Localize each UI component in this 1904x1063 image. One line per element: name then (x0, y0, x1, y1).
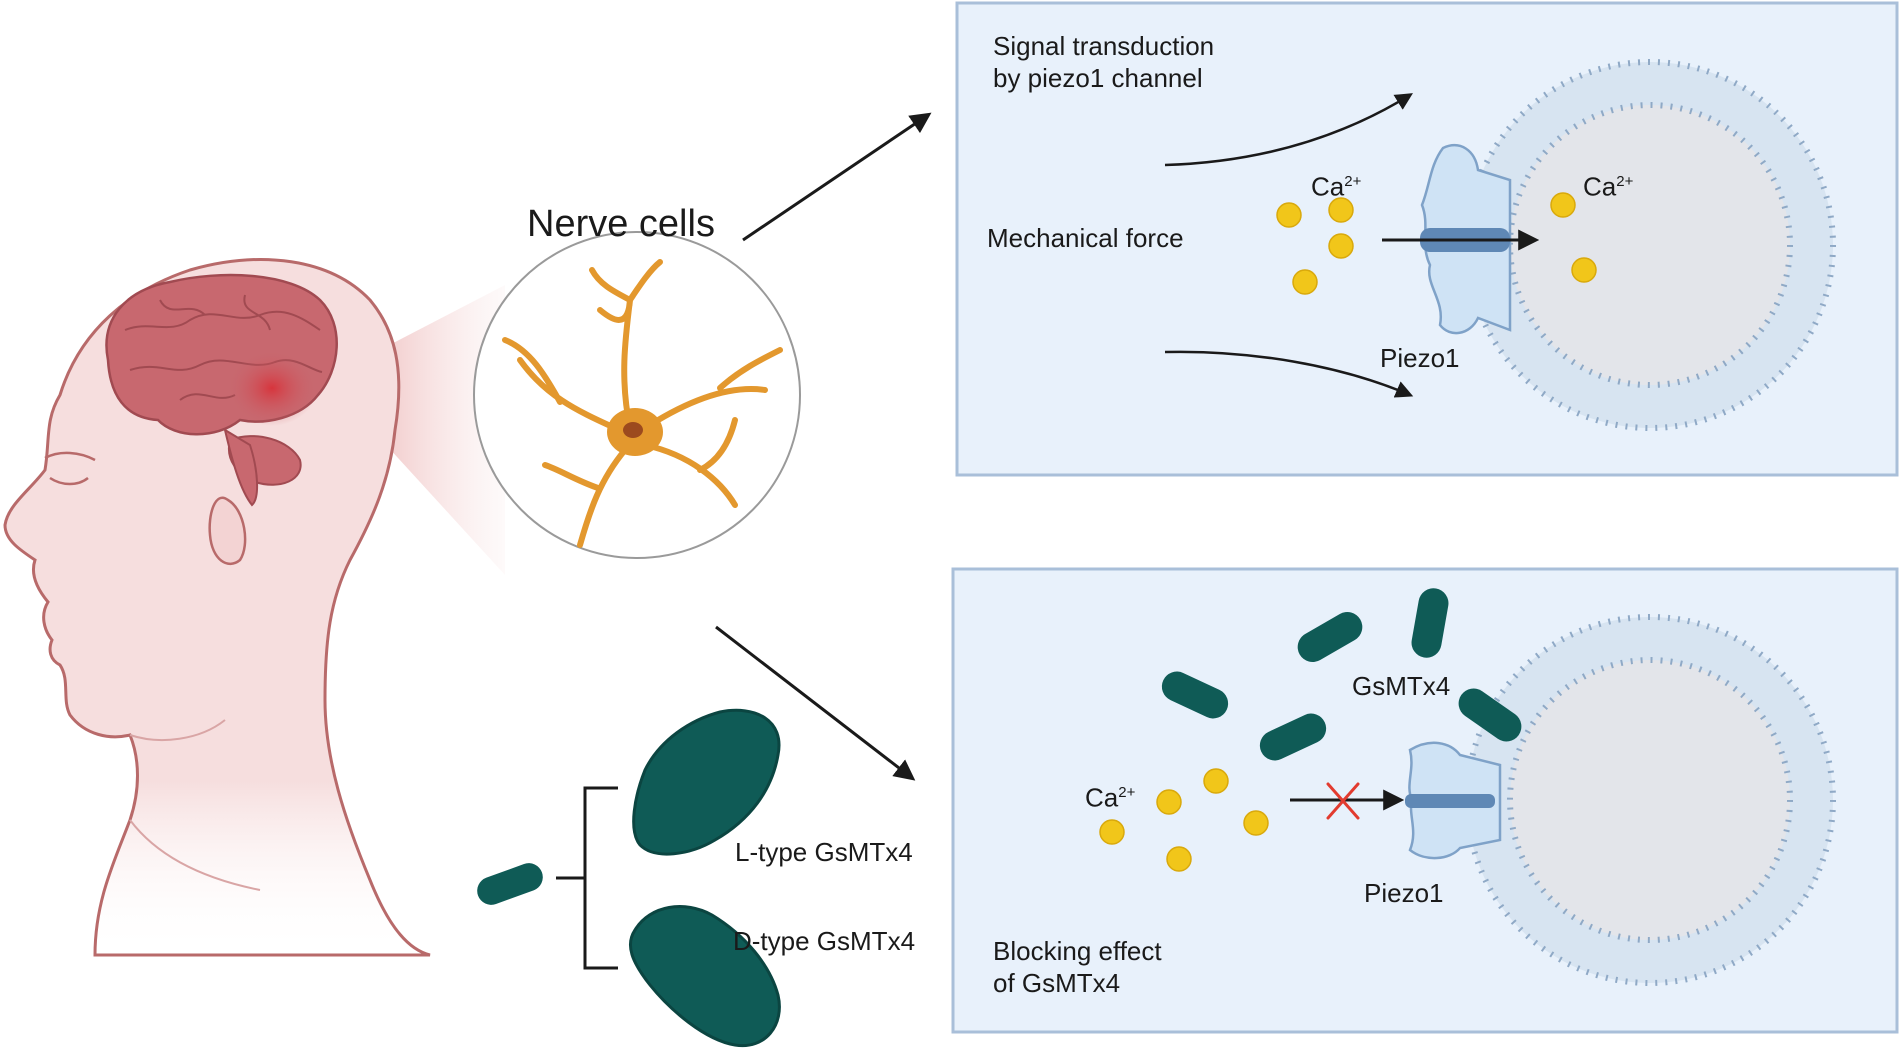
brain-folds (124, 294, 323, 401)
piezo1-label-bottom: Piezo1 (1364, 878, 1444, 908)
brainstem-icon (223, 427, 259, 507)
piezo1-pore-closed (1405, 794, 1495, 808)
neuron-nucleus (623, 422, 643, 438)
piezo1-label-top: Piezo1 (1380, 343, 1460, 373)
calcium-label-inside: Ca2+ (1583, 171, 1634, 202)
arrow-to-bottom-panel (715, 625, 916, 781)
bottom-panel-graphics (951, 567, 1899, 1034)
neuron-icon (502, 259, 783, 548)
legend-bracket (556, 786, 618, 970)
neuron-zoom-circle (473, 231, 801, 559)
charge-superscript: 2+ (1344, 173, 1362, 190)
top-panel-graphics (955, 1, 1899, 477)
gsmtx4-label: GsMTx4 (1352, 671, 1451, 701)
cell-membrane-inner (1507, 102, 1793, 388)
d-type-gsmtx4-label: D-type GsMTx4 (733, 926, 916, 956)
ear-icon (208, 496, 247, 566)
calcium-ions-blocked (1099, 768, 1269, 872)
charge-superscript: 2+ (1616, 173, 1634, 190)
gsmtx4-rods (1161, 588, 1522, 761)
head-silhouette (3, 258, 431, 957)
mechanical-force-label: Mechanical force (987, 223, 1184, 253)
bottom-panel-caption-line2: of GsMTx4 (993, 968, 1121, 998)
calcium-label-bottom: Ca2+ (1085, 782, 1136, 813)
calcium-ions-outside (1276, 197, 1354, 295)
calcium-label-outside: Ca2+ (1311, 171, 1362, 202)
force-arrow-upper (1164, 93, 1413, 167)
d-type-molecule-icon (628, 905, 781, 1048)
l-type-molecule-icon (632, 708, 781, 856)
shoulder-line (129, 819, 261, 891)
gsmtx4-legend (477, 708, 781, 1048)
jaw-line (129, 719, 226, 741)
top-panel-title-line2: by piezo1 channel (993, 63, 1203, 93)
nerve-cells-label: Nerve cells (527, 203, 715, 245)
brain-hotspot (227, 350, 317, 426)
gsmtx4-rod-icon (477, 863, 543, 905)
charge-superscript: 2+ (1118, 784, 1136, 801)
top-panel-title-line1: Signal transduction (993, 31, 1215, 61)
bottom-panel-caption-line1: Blocking effect (993, 936, 1162, 966)
arrow-to-top-panel (742, 112, 932, 242)
force-arrow-lower (1164, 350, 1414, 398)
eye-icon (49, 476, 89, 486)
calcium-ions-inside (1550, 192, 1597, 283)
l-type-gsmtx4-label: L-type GsMTx4 (735, 837, 913, 867)
cell-membrane-inner (1507, 657, 1793, 943)
block-cross-icon (1326, 782, 1360, 820)
eyebrow (44, 451, 96, 462)
human-head-illustration (3, 258, 431, 957)
